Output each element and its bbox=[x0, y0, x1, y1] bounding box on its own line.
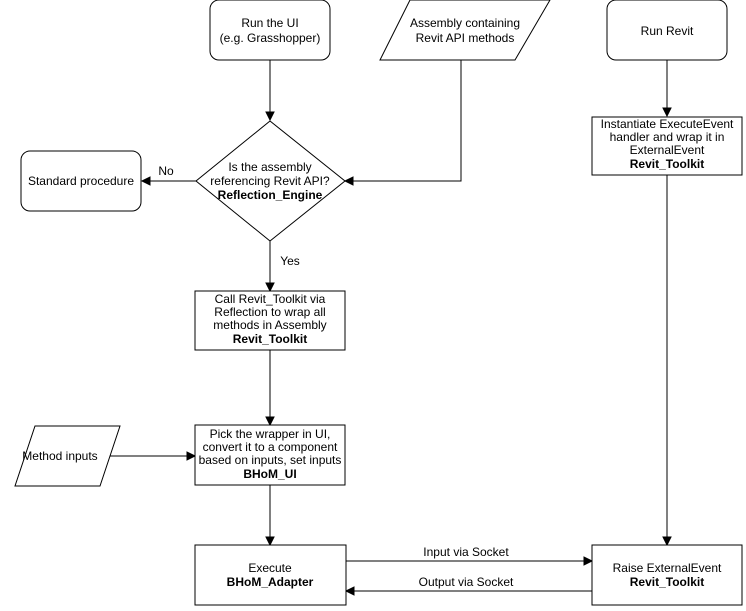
edge-assembly-to-decision bbox=[352, 60, 462, 182]
node-raise-event: Raise ExternalEvent Revit_Toolkit bbox=[591, 544, 743, 606]
node-label: Call Revit_Toolkit via bbox=[215, 292, 326, 306]
arrowhead bbox=[140, 176, 151, 186]
node-label: Run the UI bbox=[241, 16, 298, 30]
node-label: Is the assembly bbox=[228, 160, 311, 174]
edge-label-no: No bbox=[158, 164, 174, 178]
node-label: based on inputs, set inputs bbox=[199, 453, 342, 467]
node-label: ExternalEvent bbox=[630, 143, 705, 157]
node-instantiate: Instantiate ExecuteEvent handler and wra… bbox=[591, 116, 743, 176]
node-label-bold: BHoM_UI bbox=[243, 467, 296, 481]
arrowhead bbox=[662, 536, 672, 547]
node-method-inputs: Method inputs bbox=[14, 425, 121, 487]
arrowhead bbox=[343, 176, 354, 186]
node-label: Reflection to wrap all bbox=[214, 305, 325, 319]
node-label: Assembly containing bbox=[410, 16, 520, 30]
node-label: convert it to a component bbox=[203, 440, 338, 454]
node-label: handler and wrap it in bbox=[610, 130, 725, 144]
node-label: Raise ExternalEvent bbox=[613, 561, 722, 575]
arrowhead bbox=[265, 536, 275, 547]
arrowhead bbox=[186, 451, 197, 461]
node-label: Execute bbox=[248, 561, 292, 575]
node-label: referencing Revit API? bbox=[210, 174, 330, 188]
node-label-bold: Reflection_Engine bbox=[218, 188, 323, 202]
arrowhead bbox=[265, 416, 275, 427]
node-label: Instantiate ExecuteEvent bbox=[601, 117, 734, 131]
node-run-revit: Run Revit bbox=[606, 0, 728, 61]
arrowhead bbox=[265, 282, 275, 293]
edge-label-input-socket: Input via Socket bbox=[423, 545, 509, 559]
node-assembly: Assembly containing Revit API methods bbox=[379, 0, 551, 61]
arrowhead bbox=[583, 556, 594, 566]
node-decision: Is the assembly referencing Revit API? R… bbox=[195, 120, 346, 242]
node-label: Run Revit bbox=[641, 24, 694, 38]
edge-label-output-socket: Output via Socket bbox=[419, 575, 514, 589]
node-label-bold: BHoM_Adapter bbox=[227, 575, 314, 589]
node-label-bold: Revit_Toolkit bbox=[630, 157, 704, 171]
node-standard-procedure: Standard procedure bbox=[20, 150, 142, 212]
node-run-ui: Run the UI (e.g. Grasshopper) bbox=[209, 0, 331, 61]
edge-label-yes: Yes bbox=[280, 254, 300, 268]
node-label: Revit API methods bbox=[416, 31, 515, 45]
node-call-toolkit: Call Revit_Toolkit via Reflection to wra… bbox=[194, 290, 346, 351]
node-label: Method inputs bbox=[22, 449, 97, 463]
arrowhead bbox=[265, 111, 275, 122]
node-label-bold: Revit_Toolkit bbox=[233, 332, 307, 346]
edges bbox=[110, 60, 672, 596]
arrowhead bbox=[344, 586, 355, 596]
node-label: (e.g. Grasshopper) bbox=[220, 31, 321, 45]
node-label-bold: Revit_Toolkit bbox=[630, 575, 704, 589]
arrowhead bbox=[662, 107, 672, 118]
node-label: Pick the wrapper in UI, bbox=[210, 427, 331, 441]
node-label: methods in Assembly bbox=[213, 318, 326, 332]
node-pick-wrapper: Pick the wrapper in UI, convert it to a … bbox=[194, 424, 346, 486]
node-label: Standard procedure bbox=[28, 174, 134, 188]
node-execute: Execute BHoM_Adapter bbox=[194, 544, 347, 606]
